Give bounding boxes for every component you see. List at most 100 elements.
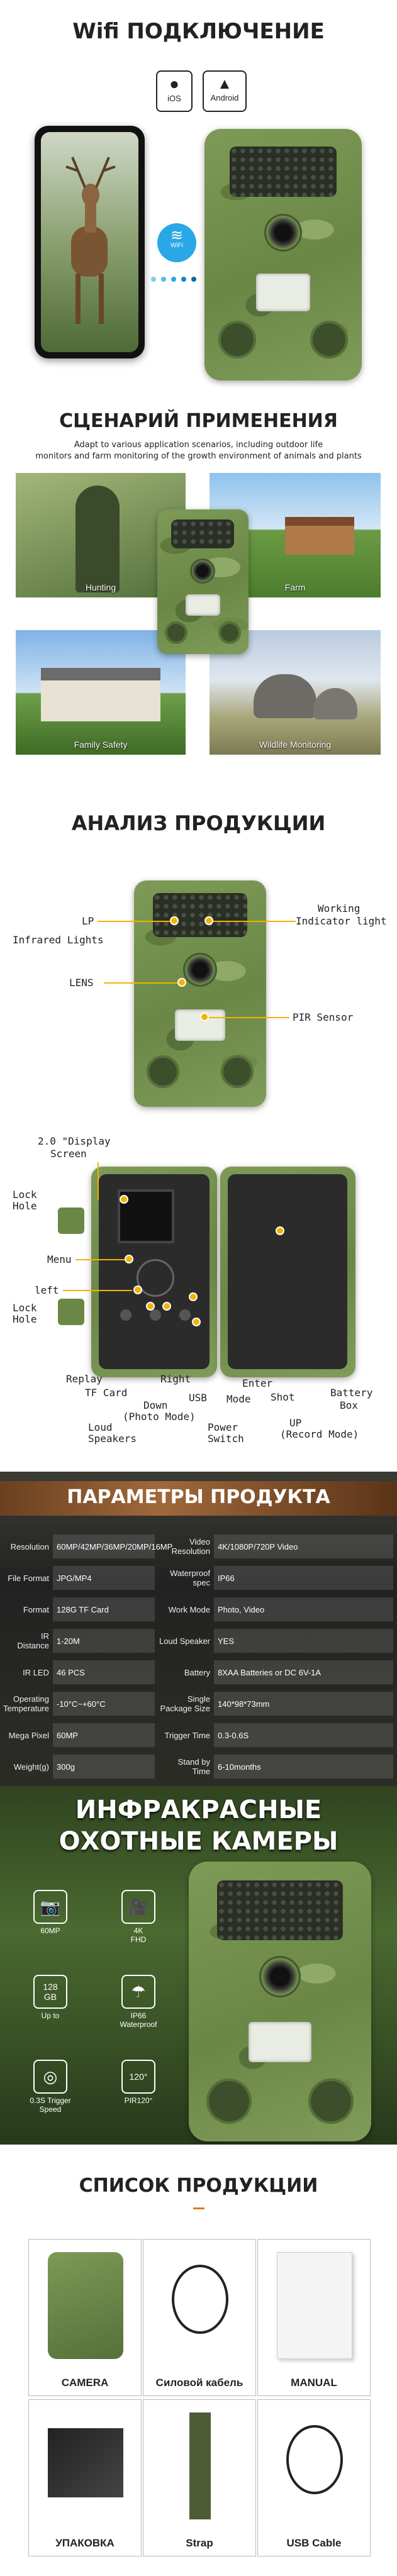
knob-left xyxy=(206,2079,252,2124)
tile-caption: Wildlife Monitoring xyxy=(259,740,332,750)
package-title: СПИСОК ПРОДУКЦИИ xyxy=(79,2175,318,2197)
knob-left xyxy=(218,321,256,358)
leader-line xyxy=(204,1017,289,1018)
leader-line xyxy=(98,921,173,922)
package-label: Силовой кабель xyxy=(155,2377,243,2389)
feature-label: 0.3S Trigger Speed xyxy=(30,2096,71,2114)
box-icon xyxy=(48,2428,123,2497)
lock-hole-tab xyxy=(58,1299,84,1325)
lock-hole-tab xyxy=(58,1208,84,1234)
signal-dots xyxy=(151,277,208,282)
callout-mode: Mode xyxy=(226,1393,251,1405)
apple-icon: ● xyxy=(169,74,179,93)
scenario-camera xyxy=(157,509,249,654)
analysis-front-camera xyxy=(134,880,266,1107)
callout-speakers-1: Loud xyxy=(88,1421,113,1433)
trigger-icon: ◎ xyxy=(33,2060,67,2094)
tile-family-safety: Family Safety xyxy=(16,630,186,755)
spec-key: Video Resolution xyxy=(171,1537,210,1556)
android-icon: ▲ xyxy=(217,75,232,92)
wifi-label: WiFi xyxy=(171,242,183,249)
marker-dot xyxy=(204,916,213,925)
ios-label: iOS xyxy=(167,94,181,103)
manual-icon xyxy=(277,2252,352,2359)
feature-item: 120°PIR120° xyxy=(101,2060,176,2105)
callout-right: Right xyxy=(160,1373,191,1385)
package-item: УПАКОВКА xyxy=(28,2399,142,2557)
scenario-title: СЦЕНАРИЙ ПРИМЕНЕНИЯ xyxy=(59,410,338,432)
lens-icon xyxy=(183,953,217,987)
spec-value: 128G TF Card xyxy=(53,1597,155,1621)
callout-power-1: Power xyxy=(208,1421,238,1433)
hunter-figure xyxy=(75,486,120,592)
spec-key: Stand by Time xyxy=(177,1757,210,1776)
camera-interior-left xyxy=(91,1167,217,1377)
callout-lock-2: Hole xyxy=(13,1200,37,1212)
params-banner xyxy=(0,1481,397,1516)
feature-label: PIR120° xyxy=(124,2096,153,2105)
button-row xyxy=(111,1309,199,1335)
tile-caption: Family Safety xyxy=(74,740,128,750)
camera-interior-right xyxy=(220,1167,355,1377)
package-item: CAMERA xyxy=(28,2239,142,2396)
spec-value: IP66 xyxy=(214,1566,393,1590)
spec-value: YES xyxy=(214,1629,393,1653)
spec-value: 6-10months xyxy=(214,1755,393,1779)
spec-value: -10°C~+60°C xyxy=(53,1692,155,1716)
package-label: УПАКОВКА xyxy=(55,2537,115,2549)
knob-left xyxy=(165,621,187,644)
marker-dot xyxy=(177,978,186,987)
callout-shot: Shot xyxy=(271,1391,295,1403)
marker-dot xyxy=(133,1285,142,1294)
spec-value: JPG/MP4 xyxy=(53,1566,155,1590)
callout-display-1: 2.0 "Display xyxy=(38,1135,111,1147)
leader-line xyxy=(208,921,296,922)
knob-right xyxy=(310,321,348,358)
feature-item: ☂IP66 Waterproof xyxy=(101,1975,176,2029)
battery-box xyxy=(228,1174,347,1369)
deer-illustration xyxy=(65,157,116,324)
d-pad[interactable] xyxy=(137,1259,174,1297)
spec-key: Waterproof spec xyxy=(170,1568,210,1587)
callout-lock2-2: Hole xyxy=(13,1313,37,1325)
umbrella-icon: ☂ xyxy=(121,1975,155,2009)
hunting-title-2: ОХОТНЫЕ КАМЕРЫ xyxy=(59,1827,338,1856)
camera-icon xyxy=(48,2252,123,2359)
wifi-icon: ≋ WiFi xyxy=(157,223,196,262)
android-badge: ▲ Android xyxy=(203,70,247,112)
spec-key: IR Distance xyxy=(17,1631,49,1650)
callout-lens: LENS xyxy=(69,977,94,989)
spec-value: 46 PCS xyxy=(53,1660,155,1684)
pir-sensor xyxy=(249,2022,311,2062)
callout-replay: Replay xyxy=(66,1373,103,1385)
callout-power-2: Switch xyxy=(208,1433,244,1445)
spec-value: 60MP xyxy=(53,1723,155,1747)
control-panel xyxy=(99,1174,210,1369)
spec-key: Battery xyxy=(184,1667,210,1677)
video-icon: 🎥 xyxy=(121,1890,155,1924)
spec-value: 300g xyxy=(53,1755,155,1779)
infrared-array xyxy=(217,1880,343,1940)
android-label: Android xyxy=(210,93,239,103)
wifi-title: Wifi ПОДКЛЮЧЕНИЕ xyxy=(72,19,325,44)
feature-label: 4K FHD xyxy=(130,1926,147,1944)
pir-sensor xyxy=(256,274,310,311)
callout-indicator: Indicator light xyxy=(296,915,387,927)
spec-key: IR LED xyxy=(23,1667,49,1677)
callout-left: left xyxy=(35,1284,59,1296)
knob-right xyxy=(308,2079,354,2124)
farm-house xyxy=(285,517,354,555)
leader-line xyxy=(104,982,179,984)
spec-key: Loud Speaker xyxy=(159,1636,210,1646)
pir-sensor xyxy=(186,594,220,616)
spec-key: File Format xyxy=(8,1573,49,1583)
hunting-section: ИНФРАКРАСНЫЕ ОХОТНЫЕ КАМЕРЫ 📷60MP🎥4K FHD… xyxy=(0,1786,397,2145)
callout-battery-2: Box xyxy=(340,1399,358,1411)
spec-value: 0.3-0.6S xyxy=(214,1723,393,1747)
